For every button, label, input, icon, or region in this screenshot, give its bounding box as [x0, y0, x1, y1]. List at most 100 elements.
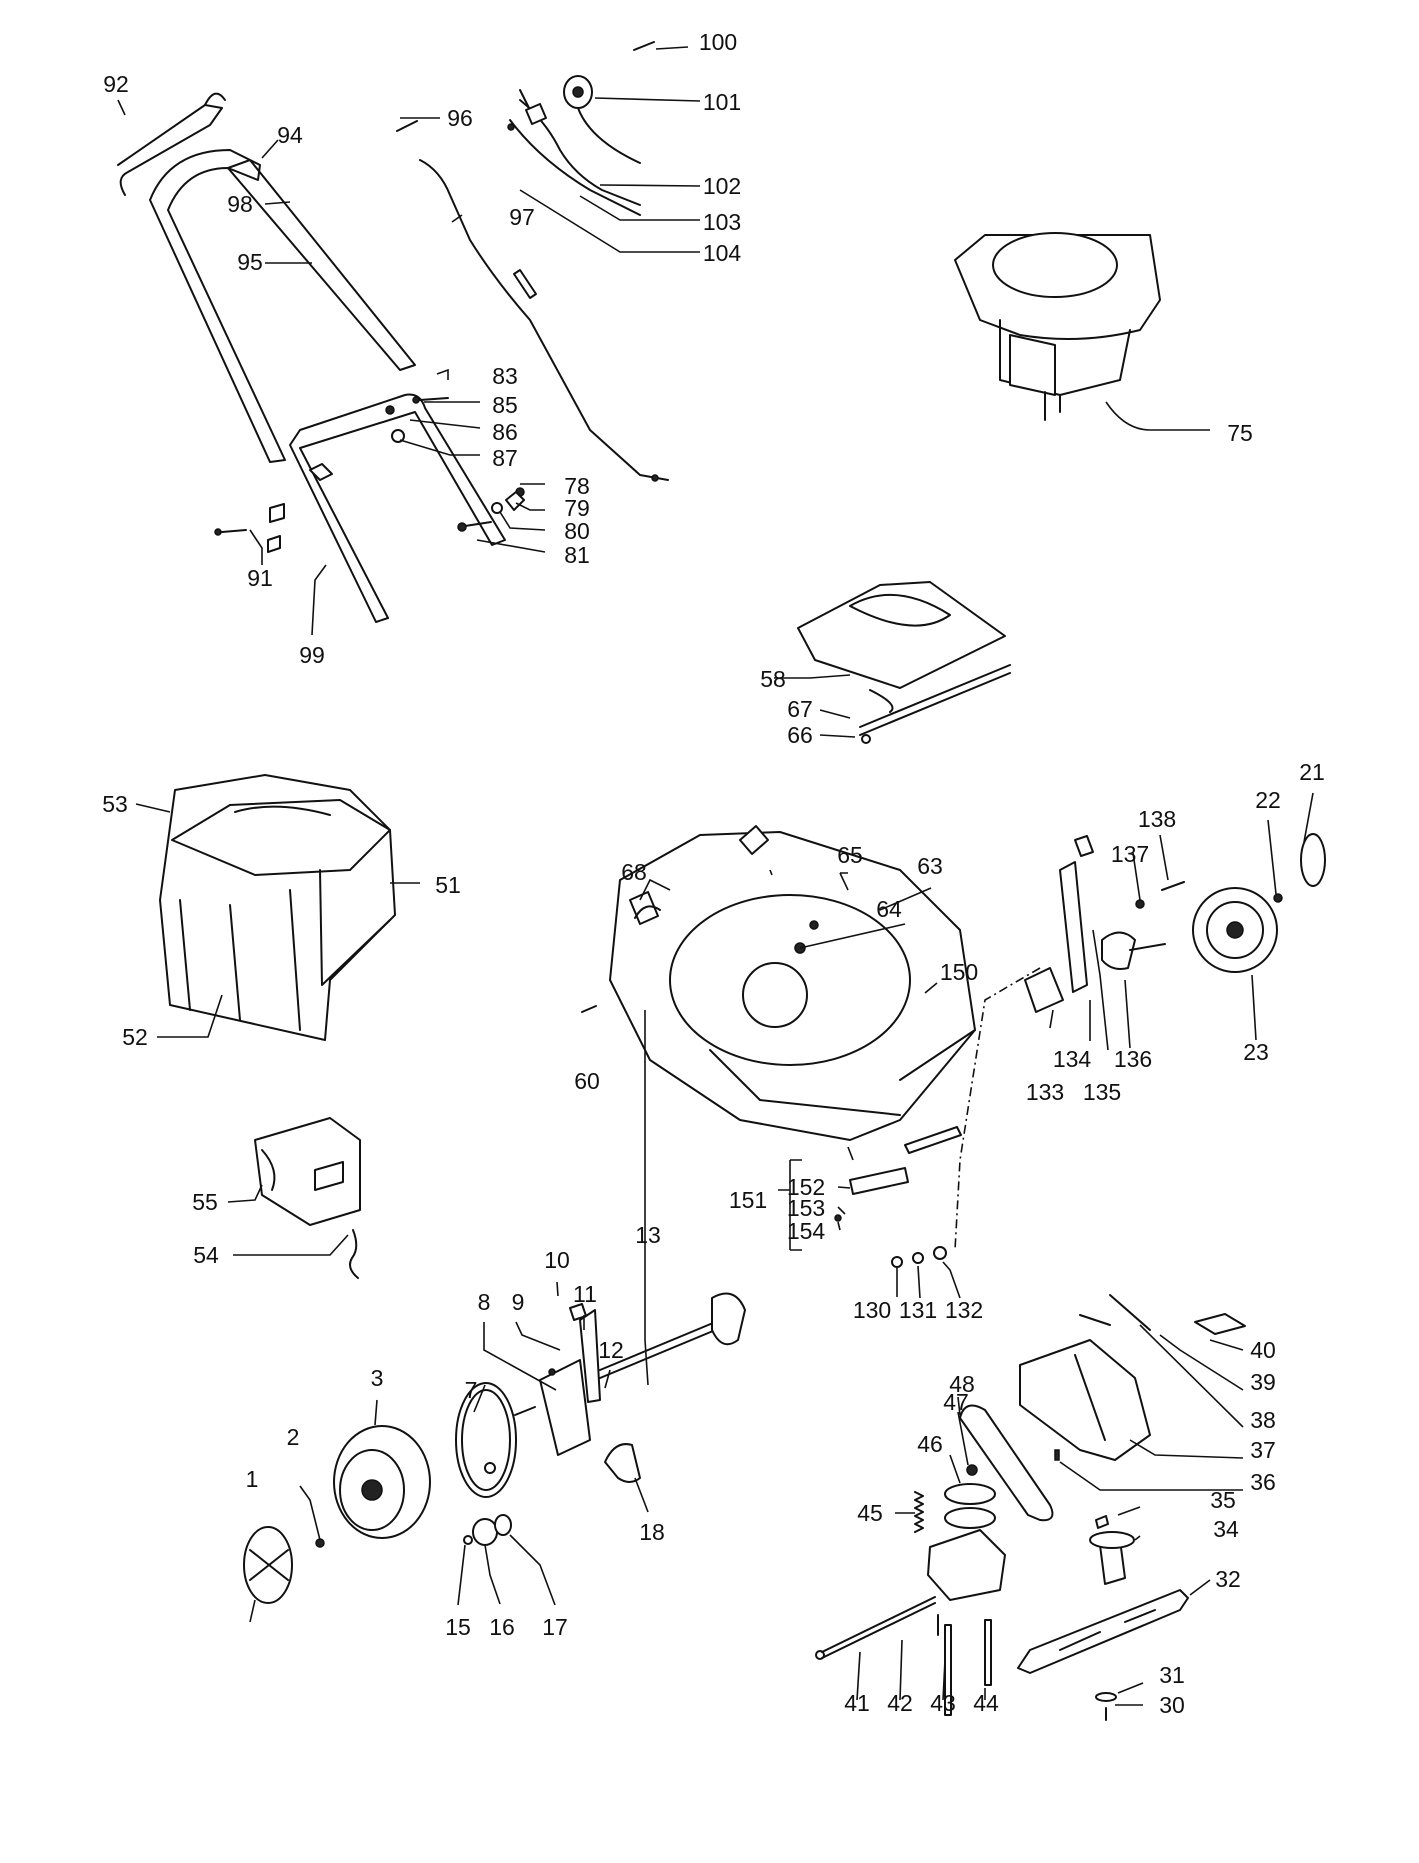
callout-2: 2: [287, 1424, 300, 1450]
part-belt-cover: [1019, 1294, 1246, 1461]
callout-135: 135: [1083, 1079, 1121, 1105]
callout-138: 138: [1138, 806, 1176, 832]
part-rear-wheel: [1192, 833, 1326, 973]
callout-94: 94: [277, 122, 303, 148]
part-rear-flap: [797, 581, 1011, 744]
callout-99: 99: [299, 642, 325, 668]
callout-65: 65: [837, 842, 863, 868]
callout-60: 60: [574, 1068, 600, 1094]
callout-78: 78: [564, 473, 590, 499]
callout-48: 48: [949, 1371, 975, 1397]
callout-97: 97: [509, 204, 535, 230]
callout-8: 8: [478, 1289, 491, 1315]
callout-labels: 1 2 3 7 8 9 10 11 12 13 15 16 17 18 21 2…: [102, 29, 1325, 1718]
callout-104: 104: [703, 240, 742, 266]
part-handle-hardware: [214, 396, 525, 536]
callout-10: 10: [544, 1247, 570, 1273]
callout-51: 51: [435, 872, 461, 898]
callout-103: 103: [703, 209, 741, 235]
callout-130: 130: [853, 1297, 891, 1323]
callout-91: 91: [247, 565, 273, 591]
callout-42: 42: [887, 1690, 913, 1716]
callout-136: 136: [1114, 1046, 1152, 1072]
callout-152: 152: [787, 1174, 825, 1200]
callout-1: 1: [246, 1466, 259, 1492]
callout-79: 79: [564, 495, 590, 521]
callout-34: 34: [1213, 1516, 1239, 1542]
callout-36: 36: [1250, 1469, 1276, 1495]
part-bail-bar: [117, 92, 226, 196]
part-front-wheel: [243, 1425, 431, 1604]
part-blade-adapter: [1089, 1515, 1135, 1585]
callout-98: 98: [227, 191, 253, 217]
callout-7: 7: [465, 1377, 478, 1403]
part-upper-handle: [149, 149, 416, 463]
callout-30: 30: [1159, 1692, 1185, 1718]
part-front-axle: [539, 1292, 746, 1483]
part-mulch-plug: [254, 1117, 361, 1279]
callout-37: 37: [1250, 1437, 1276, 1463]
callout-75: 75: [1227, 420, 1253, 446]
callout-134: 134: [1053, 1046, 1092, 1072]
leader-lines: [117, 46, 1314, 1706]
callout-21: 21: [1299, 759, 1325, 785]
part-drive-wheel-7: [455, 1382, 536, 1498]
part-engine: [954, 232, 1161, 421]
callout-85: 85: [492, 392, 518, 418]
callout-45: 45: [857, 1500, 883, 1526]
part-pins: [396, 41, 655, 132]
callout-39: 39: [1250, 1369, 1276, 1395]
callout-41: 41: [844, 1690, 870, 1716]
part-cable-97: [419, 159, 669, 482]
callout-150: 150: [940, 959, 978, 985]
callout-80: 80: [564, 518, 590, 544]
callout-18: 18: [639, 1519, 665, 1545]
callout-83: 83: [492, 363, 518, 389]
part-gearbox: [815, 1491, 1006, 1716]
callout-38: 38: [1250, 1407, 1276, 1433]
callout-64: 64: [876, 896, 902, 922]
callout-154: 154: [787, 1218, 826, 1244]
part-height-adjuster: [1024, 835, 1185, 1013]
part-cable-102-104: [507, 89, 641, 216]
part-blade: [1017, 1589, 1189, 1721]
callout-22: 22: [1255, 787, 1281, 813]
callout-66: 66: [787, 722, 813, 748]
part-pulleys: [944, 1464, 996, 1529]
callout-3: 3: [371, 1365, 384, 1391]
callout-40: 40: [1250, 1337, 1276, 1363]
callout-153: 153: [787, 1195, 825, 1221]
callout-17: 17: [542, 1614, 568, 1640]
part-throttle-lever-101: [563, 75, 641, 164]
callout-67: 67: [787, 696, 813, 722]
callout-96: 96: [447, 105, 473, 131]
callout-46: 46: [917, 1431, 943, 1457]
callout-35: 35: [1210, 1487, 1236, 1513]
callout-47: 47: [943, 1389, 969, 1415]
callout-101: 101: [703, 89, 741, 115]
callout-133: 133: [1026, 1079, 1064, 1105]
callout-68: 68: [621, 859, 647, 885]
part-lower-handle: [289, 393, 506, 623]
part-handle-clamp: [267, 463, 333, 553]
callout-151: 151: [729, 1187, 767, 1213]
callout-86: 86: [492, 419, 518, 445]
callout-31: 31: [1159, 1662, 1185, 1688]
callout-16: 16: [489, 1614, 515, 1640]
callout-15: 15: [445, 1614, 471, 1640]
callout-100: 100: [699, 29, 737, 55]
callout-52: 52: [122, 1024, 148, 1050]
callout-132: 132: [945, 1297, 983, 1323]
callout-81: 81: [564, 542, 590, 568]
callout-58: 58: [760, 666, 786, 692]
callout-23: 23: [1243, 1039, 1269, 1065]
callout-43: 43: [930, 1690, 956, 1716]
callout-44: 44: [973, 1690, 999, 1716]
callout-53: 53: [102, 791, 128, 817]
part-drive-belt: [959, 1404, 1054, 1522]
callout-12: 12: [598, 1337, 624, 1363]
callout-13: 13: [635, 1222, 661, 1248]
callout-137: 137: [1111, 841, 1149, 867]
